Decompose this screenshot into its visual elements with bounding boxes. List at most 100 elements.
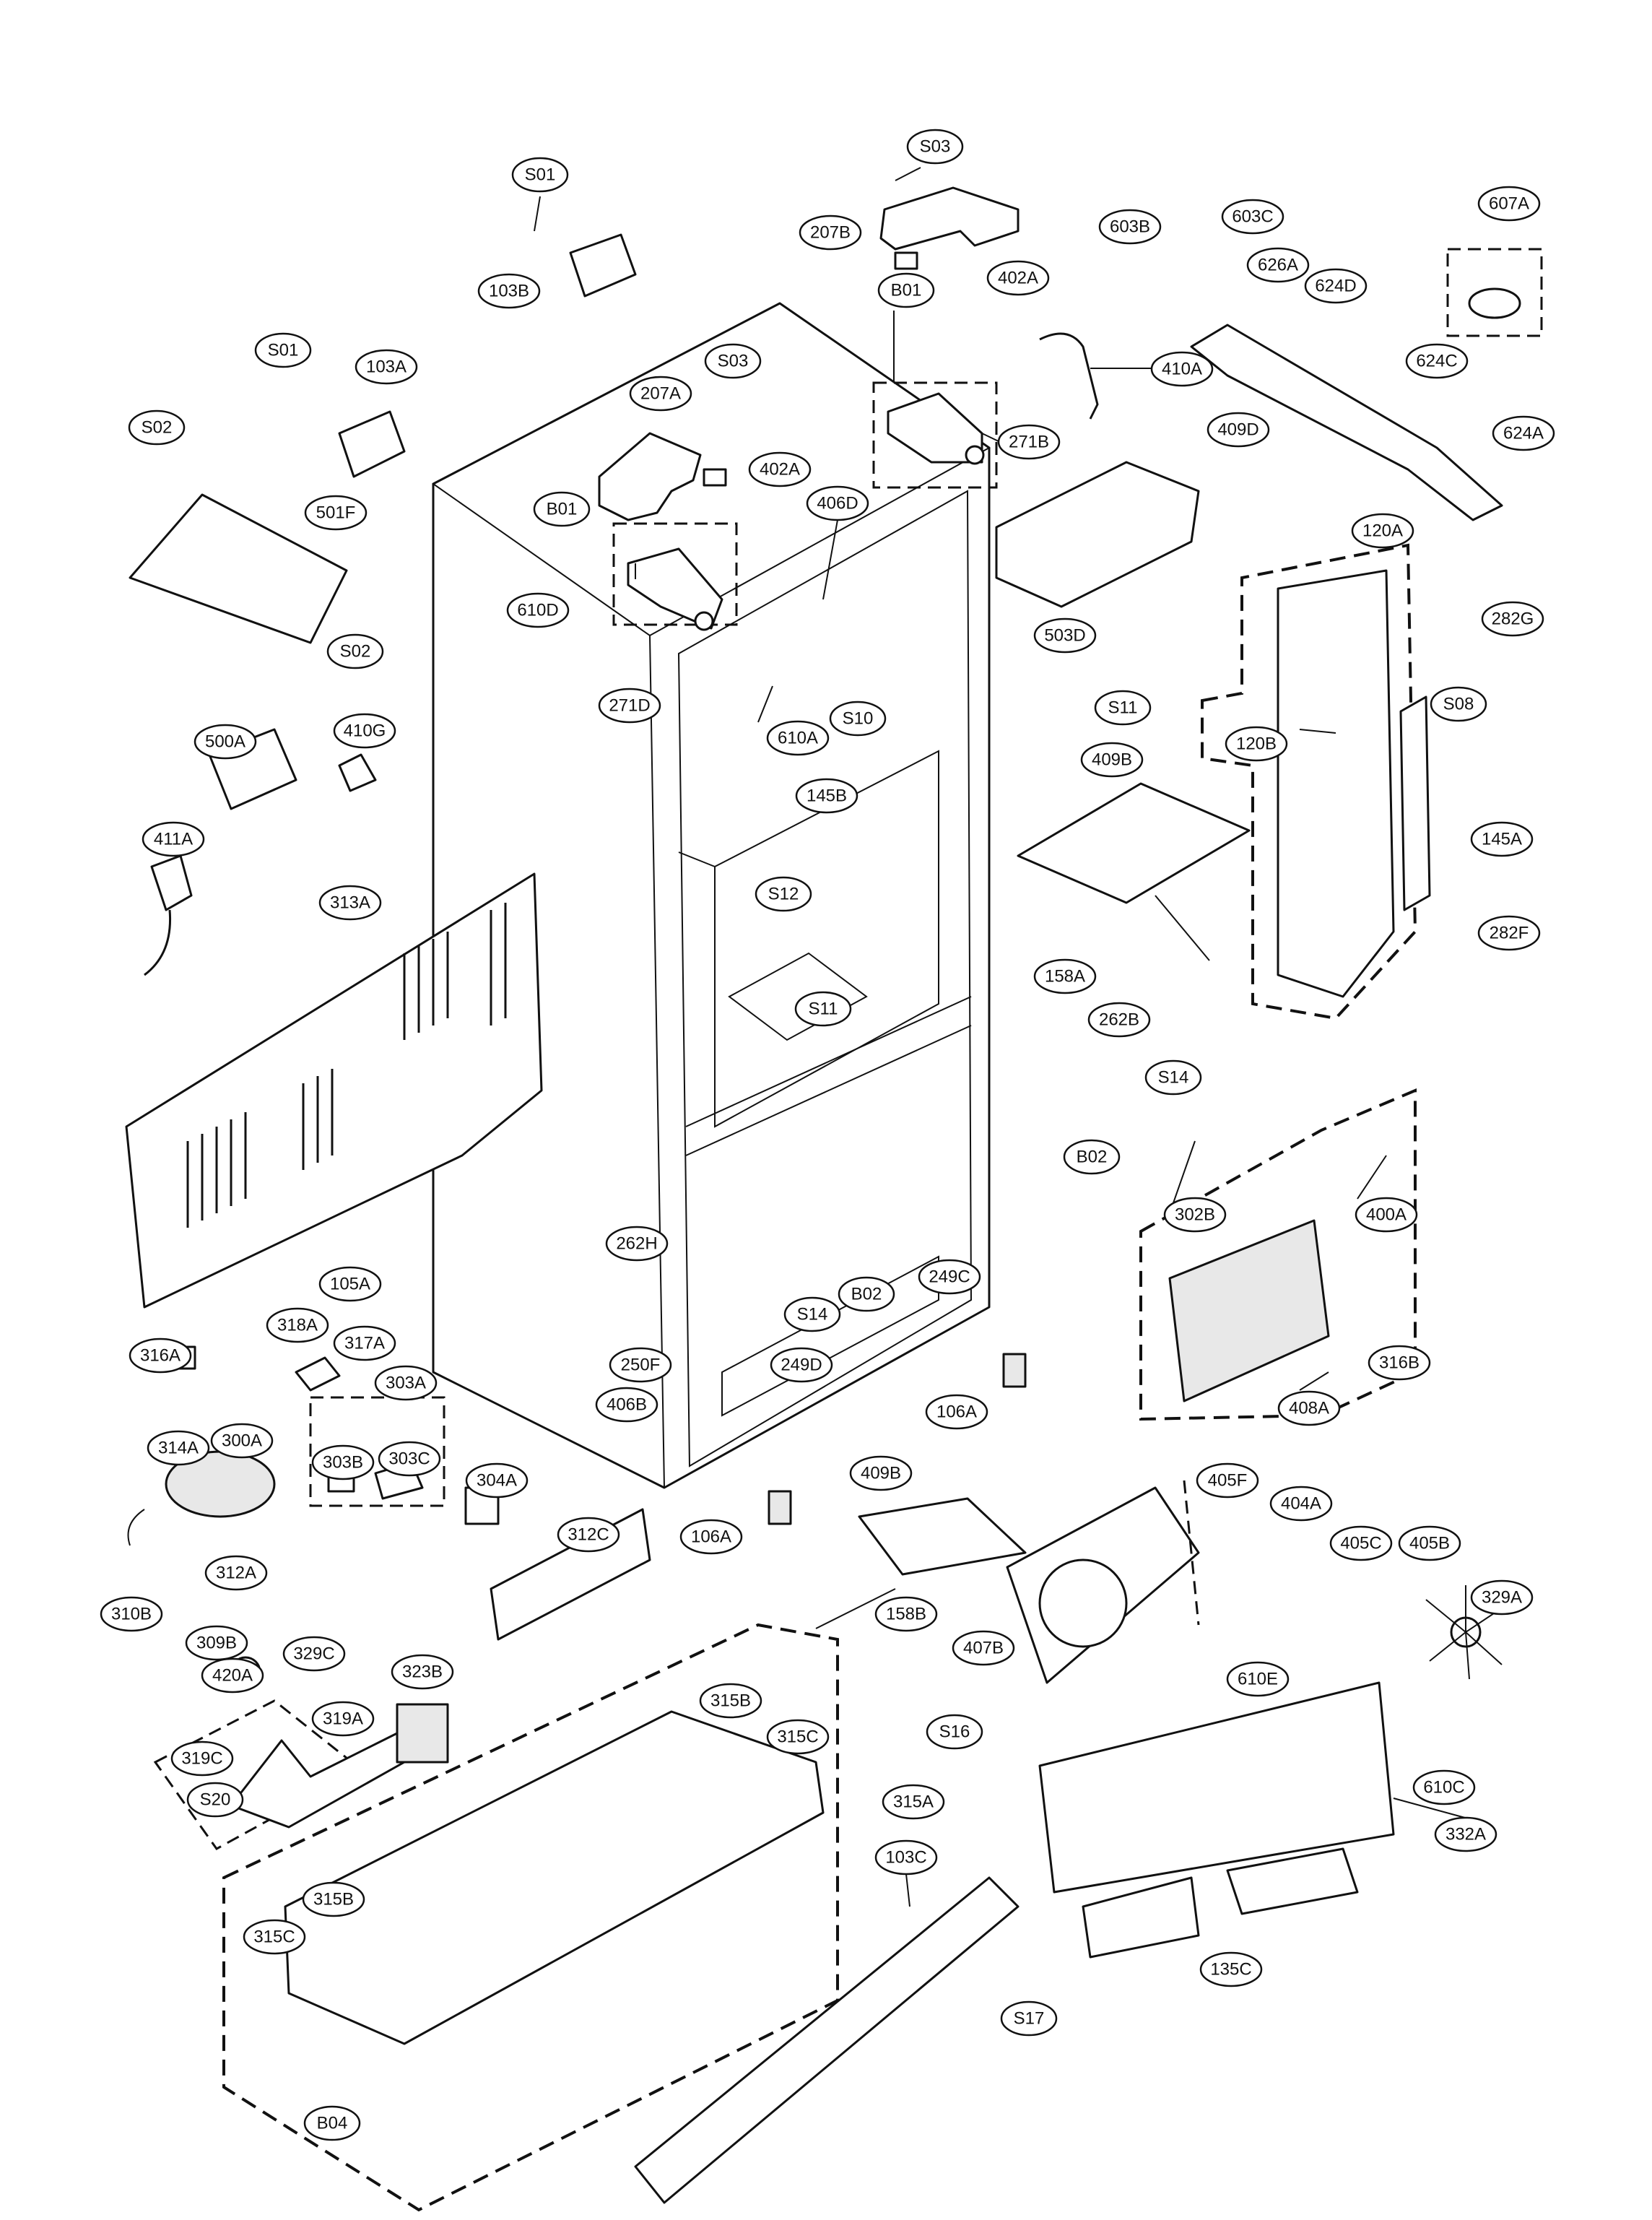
callout-407B: 407B <box>952 1630 1015 1666</box>
callout-314A: 314A <box>147 1430 210 1466</box>
svg-text:106A: 106A <box>936 1402 977 1422</box>
callout-607A: 607A <box>1477 186 1541 222</box>
callout-610E: 610E <box>1226 1661 1290 1697</box>
callout-610D: 610D <box>506 592 570 628</box>
svg-text:303C: 303C <box>388 1449 430 1469</box>
svg-text:315C: 315C <box>253 1928 295 1947</box>
callout-319A: 319A <box>311 1701 375 1737</box>
evaporator-408A <box>1168 1219 1330 1402</box>
svg-text:406B: 406B <box>607 1395 647 1415</box>
bracket-319A <box>230 1732 406 1829</box>
svg-text:500A: 500A <box>205 732 245 752</box>
callout-332A: 332A <box>1434 1816 1497 1852</box>
svg-text:501F: 501F <box>316 503 356 523</box>
hinge-box-271D <box>612 522 738 626</box>
callout-404A: 404A <box>1269 1486 1333 1522</box>
svg-text:405B: 405B <box>1409 1534 1450 1553</box>
callout-315C-b: 315C <box>243 1919 306 1955</box>
callout-S14-b: S14 <box>783 1296 841 1332</box>
callout-S11: S11 <box>1094 690 1152 726</box>
callout-304A: 304A <box>465 1462 529 1499</box>
hinge-cover-207A <box>598 432 702 521</box>
back-panel-313A <box>125 872 543 1309</box>
svg-text:304A: 304A <box>477 1471 517 1491</box>
svg-text:S17: S17 <box>1014 2009 1045 2029</box>
svg-text:312C: 312C <box>568 1525 609 1545</box>
svg-text:310B: 310B <box>111 1605 152 1624</box>
callout-420A: 420A <box>201 1657 264 1694</box>
callout-303C: 303C <box>378 1441 441 1477</box>
callout-402A: 402A <box>986 260 1050 296</box>
callout-271D: 271D <box>598 688 661 724</box>
callout-315C: 315C <box>766 1719 830 1755</box>
callout-312A: 312A <box>204 1555 268 1591</box>
callout-S01: S01 <box>511 157 569 193</box>
callout-262H: 262H <box>605 1226 669 1262</box>
svg-text:282F: 282F <box>1490 924 1529 943</box>
leader-lines <box>534 167 1474 1907</box>
callout-S02-b: S02 <box>326 633 384 669</box>
callout-405F: 405F <box>1196 1462 1259 1499</box>
svg-text:411A: 411A <box>154 830 193 849</box>
callout-406D: 406D <box>806 485 869 521</box>
svg-text:302B: 302B <box>1175 1205 1215 1225</box>
svg-text:103C: 103C <box>885 1848 926 1868</box>
callout-207B: 207B <box>799 214 862 251</box>
callout-626A: 626A <box>1246 247 1310 283</box>
svg-text:329A: 329A <box>1482 1588 1522 1608</box>
svg-text:313A: 313A <box>330 893 370 913</box>
callout-S11-b: S11 <box>794 991 852 1027</box>
svg-text:S02: S02 <box>340 642 371 662</box>
svg-text:603B: 603B <box>1110 217 1150 237</box>
callout-300A: 300A <box>210 1423 274 1459</box>
svg-text:400A: 400A <box>1366 1205 1407 1225</box>
cap-103A <box>338 410 406 478</box>
svg-text:610C: 610C <box>1423 1778 1464 1798</box>
callout-249D: 249D <box>770 1347 833 1383</box>
callout-410A: 410A <box>1150 351 1214 387</box>
callout-103B: 103B <box>477 273 541 309</box>
callout-329A: 329A <box>1470 1579 1534 1616</box>
svg-text:S11: S11 <box>809 1000 838 1019</box>
callout-406B: 406B <box>595 1387 658 1423</box>
svg-text:402A: 402A <box>998 269 1038 288</box>
part-402A <box>703 468 727 487</box>
callout-411A: 411A <box>142 821 205 857</box>
svg-text:319C: 319C <box>181 1749 222 1769</box>
fan-blade-329A <box>1425 1585 1510 1680</box>
svg-text:610E: 610E <box>1238 1670 1278 1689</box>
callout-500A: 500A <box>194 724 257 760</box>
leveler-106A <box>1002 1353 1027 1388</box>
svg-text:316A: 316A <box>140 1346 181 1366</box>
svg-text:271D: 271D <box>609 696 650 716</box>
callout-271B: 271B <box>997 424 1061 460</box>
callout-120A: 120A <box>1351 513 1414 549</box>
callout-610C: 610C <box>1412 1769 1476 1805</box>
svg-text:329C: 329C <box>293 1644 334 1664</box>
callout-409D: 409D <box>1207 412 1270 448</box>
svg-text:S03: S03 <box>920 137 951 157</box>
callout-316A: 316A <box>129 1337 192 1374</box>
callout-S01-b: S01 <box>254 332 312 368</box>
callout-310B: 310B <box>100 1596 163 1632</box>
callout-501F: 501F <box>304 495 368 531</box>
svg-text:S12: S12 <box>768 885 799 904</box>
callout-S03-b: S03 <box>704 343 762 379</box>
svg-text:607A: 607A <box>1489 194 1529 214</box>
svg-text:314A: 314A <box>158 1439 199 1458</box>
callout-603B: 603B <box>1098 209 1162 245</box>
hinge-271B <box>887 392 985 465</box>
callout-303B: 303B <box>311 1444 375 1480</box>
callout-282F: 282F <box>1477 915 1541 951</box>
callout-145B: 145B <box>795 778 858 814</box>
svg-text:250F: 250F <box>621 1356 661 1375</box>
svg-text:S14: S14 <box>1158 1068 1189 1088</box>
svg-text:B01: B01 <box>891 281 922 300</box>
callout-316B: 316B <box>1368 1345 1431 1381</box>
callout-158A: 158A <box>1033 958 1097 994</box>
svg-text:610D: 610D <box>517 601 558 620</box>
callout-120B: 120B <box>1225 726 1288 762</box>
callout-249C: 249C <box>918 1259 981 1295</box>
shroud-ring-407B <box>1038 1558 1128 1648</box>
